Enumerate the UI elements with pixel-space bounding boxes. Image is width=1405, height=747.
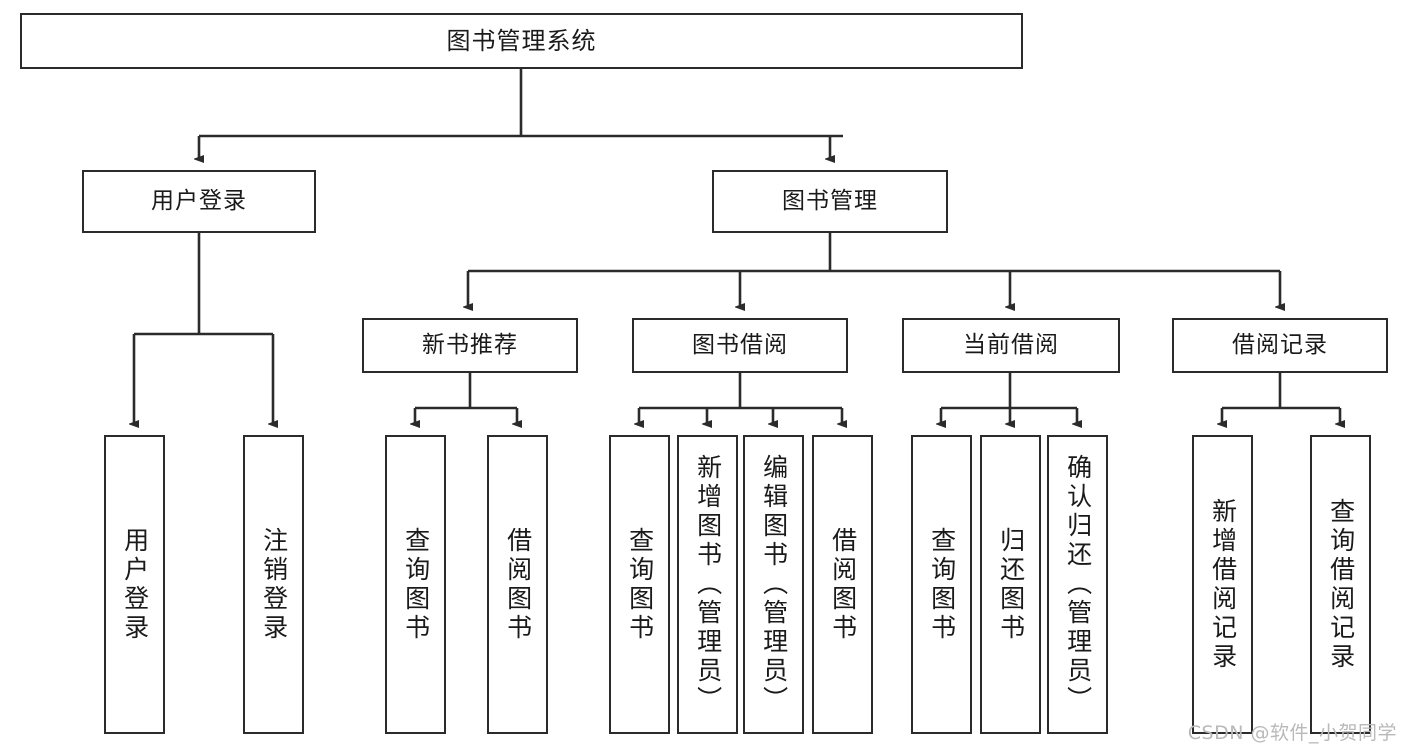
leaf-book-borrow-add[interactable]: 新增图书（管理员） (677, 435, 738, 734)
leaf-book-borrow-borrow[interactable]: 借阅图书 (812, 435, 873, 734)
leaf-book-borrow-add-label: 新增图书（管理员） (693, 454, 723, 715)
leaf-borrow-record-query[interactable]: 查询借阅记录 (1310, 435, 1371, 734)
leaf-new-book-query-label: 查询图书 (401, 526, 431, 643)
node-borrow-record[interactable]: 借阅记录 (1172, 318, 1388, 373)
leaf-current-borrow-confirm-return-label: 确认归还（管理员） (1063, 454, 1093, 715)
leaf-new-book-borrow-label: 借阅图书 (503, 526, 533, 643)
leaf-book-borrow-edit-label: 编辑图书（管理员） (759, 454, 789, 715)
node-new-book-recommend[interactable]: 新书推荐 (362, 318, 578, 373)
leaf-current-borrow-return[interactable]: 归还图书 (980, 435, 1041, 734)
leaf-current-borrow-confirm-return[interactable]: 确认归还（管理员） (1047, 435, 1108, 734)
node-book-borrow[interactable]: 图书借阅 (632, 318, 848, 373)
node-book-management[interactable]: 图书管理 (712, 170, 948, 233)
node-book-borrow-label: 图书借阅 (692, 331, 788, 358)
node-root-system[interactable]: 图书管理系统 (20, 13, 1023, 69)
leaf-new-book-query[interactable]: 查询图书 (385, 435, 446, 734)
node-borrow-record-label: 借阅记录 (1232, 331, 1328, 358)
leaf-new-book-borrow[interactable]: 借阅图书 (487, 435, 548, 734)
leaf-user-login-signout[interactable]: 注销登录 (243, 435, 304, 734)
leaf-borrow-record-add[interactable]: 新增借阅记录 (1192, 435, 1253, 734)
leaf-book-borrow-edit[interactable]: 编辑图书（管理员） (743, 435, 804, 734)
leaf-current-borrow-query[interactable]: 查询图书 (911, 435, 972, 734)
leaf-book-borrow-query[interactable]: 查询图书 (609, 435, 670, 734)
leaf-user-login-signin[interactable]: 用户登录 (104, 435, 165, 734)
leaf-current-borrow-query-label: 查询图书 (927, 526, 957, 643)
leaf-borrow-record-add-label: 新增借阅记录 (1208, 497, 1238, 672)
leaf-book-borrow-borrow-label: 借阅图书 (828, 526, 858, 643)
node-book-management-label: 图书管理 (782, 187, 878, 214)
node-user-login-label: 用户登录 (151, 187, 247, 214)
csdn-watermark: CSDN @软件_小贺同学 (1187, 722, 1397, 744)
leaf-borrow-record-query-label: 查询借阅记录 (1326, 497, 1356, 672)
leaf-user-login-signout-label: 注销登录 (259, 526, 289, 643)
node-current-borrow[interactable]: 当前借阅 (902, 318, 1120, 373)
node-current-borrow-label: 当前借阅 (963, 331, 1059, 358)
leaf-current-borrow-return-label: 归还图书 (996, 526, 1026, 643)
leaf-user-login-signin-label: 用户登录 (120, 526, 150, 643)
node-user-login[interactable]: 用户登录 (82, 170, 316, 233)
node-root-system-label: 图书管理系统 (446, 26, 597, 55)
leaf-book-borrow-query-label: 查询图书 (625, 526, 655, 643)
node-new-book-recommend-label: 新书推荐 (422, 331, 518, 358)
